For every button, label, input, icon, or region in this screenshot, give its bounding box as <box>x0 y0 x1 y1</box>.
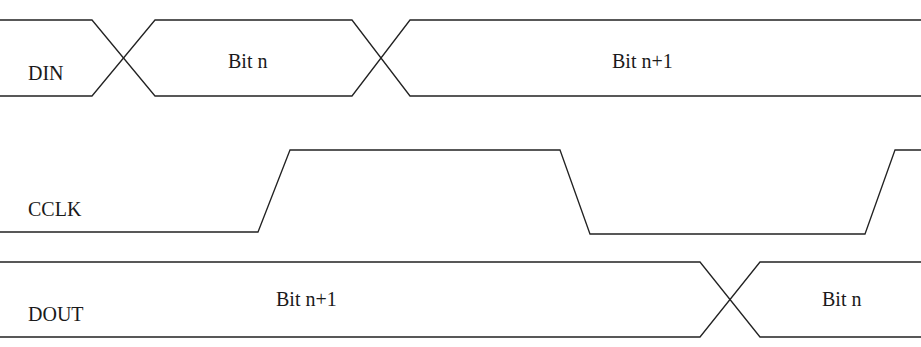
din-bus-edge <box>0 20 921 96</box>
signal-name: DOUT <box>28 303 84 325</box>
dout-bus-edge <box>0 262 921 337</box>
bit-label: Bit n+1 <box>276 288 337 310</box>
signal-name: CCLK <box>28 198 81 220</box>
din-bus-edge <box>0 20 921 96</box>
dout-bus-edge <box>0 262 921 337</box>
bit-label: Bit n <box>228 50 267 72</box>
bit-label: Bit n <box>822 288 861 310</box>
cclk-waveform <box>0 150 921 234</box>
signal-name: DIN <box>28 62 64 84</box>
bit-label: Bit n+1 <box>612 50 673 72</box>
